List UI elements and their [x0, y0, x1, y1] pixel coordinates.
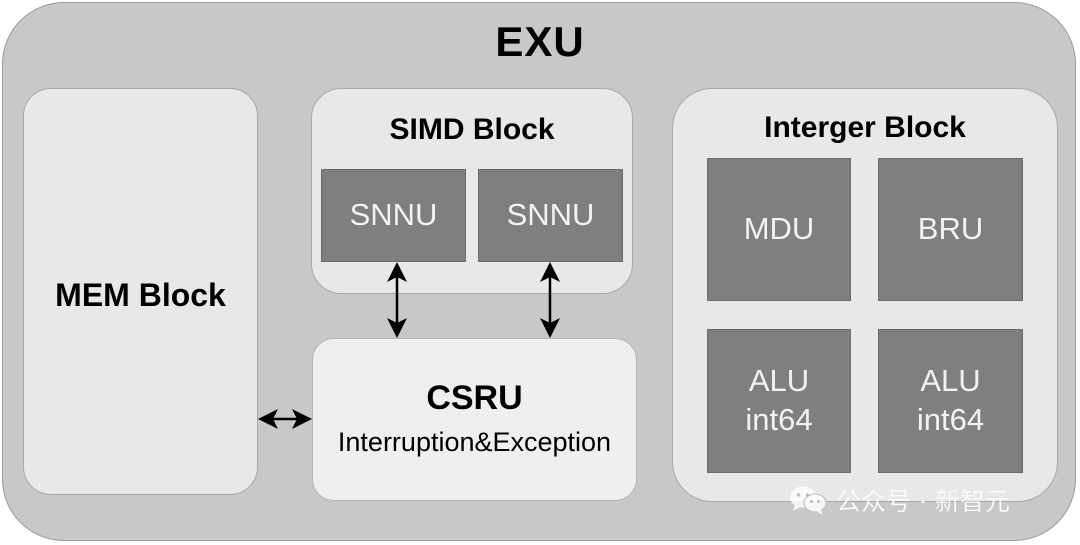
snnu-unit-2-label: SNNU — [506, 197, 595, 233]
csru-subtitle: Interruption&Exception — [337, 427, 612, 457]
snnu-unit-2: SNNU — [478, 169, 623, 262]
alu-unit-2-width: int64 — [916, 402, 985, 437]
csru-title: CSRU — [426, 379, 523, 417]
mdu-unit-label: MDU — [743, 211, 815, 247]
alu-unit-1-name: ALU — [748, 363, 810, 399]
mem-block: MEM Block — [23, 88, 258, 495]
mem-block-label: MEM Block — [55, 277, 226, 313]
simd-block-label: SIMD Block — [389, 113, 555, 146]
alu-unit-2-name: ALU — [920, 363, 981, 399]
bru-unit: BRU — [878, 158, 1023, 301]
alu-unit-2: ALU int64 — [878, 329, 1023, 473]
snnu-unit-1-label: SNNU — [349, 197, 438, 233]
watermark: 公众号 · 新智元 — [788, 482, 1010, 518]
alu-unit-1-width: int64 — [745, 402, 813, 437]
wechat-icon — [790, 486, 827, 515]
watermark-text: 公众号 · 新智元 — [836, 487, 1010, 516]
exu-title: EXU — [495, 18, 585, 65]
alu-unit-1: ALU int64 — [707, 329, 851, 473]
mdu-unit: MDU — [707, 158, 851, 301]
snnu-unit-1: SNNU — [321, 169, 466, 262]
bru-unit-label: BRU — [917, 211, 984, 247]
integer-block-label: Interger Block — [764, 111, 966, 144]
csru-block: CSRU Interruption&Exception — [312, 338, 637, 501]
